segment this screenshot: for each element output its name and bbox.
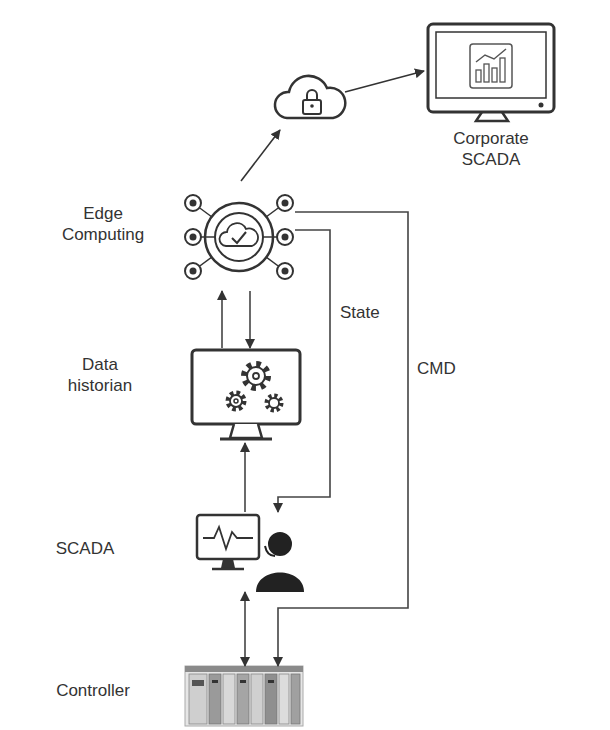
node-label: Edge Computing	[48, 203, 158, 245]
secure-cloud-icon	[275, 76, 345, 118]
device-node: Controller	[183, 666, 303, 724]
plc-rack-icon	[223, 674, 235, 724]
edge-computing-icon	[185, 229, 201, 245]
monitor-chart-icon	[492, 68, 497, 82]
node-label: Corporate SCADA	[436, 128, 546, 170]
monitor-chart-icon	[476, 49, 506, 62]
plc-rack-icon	[212, 680, 218, 683]
edge-computing-icon	[277, 195, 293, 211]
uplink-arrow	[241, 130, 280, 181]
signal-label: CMD	[417, 358, 456, 379]
operator-station-icon	[203, 527, 253, 549]
plc-rack-icon	[268, 680, 274, 683]
edge-computing-icon	[185, 195, 293, 279]
edge-computing-icon	[219, 223, 258, 246]
plc-rack-icon	[251, 674, 263, 724]
monitor-chart-icon	[500, 58, 505, 82]
historian-monitor-icon	[192, 350, 300, 439]
edge-computing-icon	[282, 200, 289, 207]
plc-rack-icon	[291, 674, 300, 724]
plc-rack-icon	[279, 674, 289, 724]
device-node: Edge Computing	[183, 183, 295, 291]
flow-connector	[249, 291, 251, 348]
operator-station-icon	[212, 568, 244, 571]
device-node: Data historian	[190, 348, 302, 443]
operator-station-icon	[197, 515, 259, 559]
operator-station-icon	[265, 546, 275, 556]
historian-monitor-icon	[230, 395, 242, 407]
historian-monitor-icon	[267, 396, 281, 410]
edge-computing-icon	[185, 263, 201, 279]
edge-computing-icon	[215, 213, 263, 261]
operator-station-icon	[221, 559, 235, 568]
historian-monitor-icon	[244, 364, 268, 388]
device-node: SCADA	[195, 512, 305, 592]
historian-monitor-icon	[228, 393, 244, 409]
historian-monitor-icon	[247, 367, 265, 385]
uplink-arrow	[241, 71, 424, 181]
plc-rack-icon	[240, 680, 246, 683]
secure-cloud-icon	[307, 90, 317, 100]
plc-rack-icon	[185, 666, 303, 726]
edge-computing-icon	[190, 234, 197, 241]
edge-computing-icon	[190, 268, 197, 275]
flow-connector	[278, 230, 330, 512]
secure-cloud-icon	[310, 104, 314, 108]
edge-computing-icon	[185, 195, 201, 211]
monitor-chart-icon	[476, 112, 508, 121]
operator-station-icon	[197, 515, 304, 592]
node-label: SCADA	[35, 538, 135, 559]
monitor-chart-icon	[476, 70, 481, 82]
edge-computing-icon	[277, 229, 293, 245]
historian-monitor-icon	[234, 399, 238, 403]
signal-label: State	[340, 302, 380, 323]
plc-rack-icon	[237, 674, 249, 724]
plc-rack-icon	[209, 674, 221, 724]
edge-computing-icon	[282, 268, 289, 275]
operator-station-icon	[265, 529, 295, 544]
plc-rack-icon	[265, 674, 277, 724]
node-label: Controller	[38, 680, 148, 701]
historian-monitor-icon	[192, 350, 300, 424]
monitor-chart-icon	[436, 32, 546, 98]
monitor-chart-icon	[470, 44, 512, 88]
flow-connector	[221, 291, 223, 348]
monitor-chart-icon	[539, 103, 544, 108]
plc-rack-icon	[185, 666, 303, 672]
uplink-arrow	[345, 71, 424, 92]
edge-computing-icon	[277, 263, 293, 279]
monitor-chart-icon	[428, 24, 554, 121]
monitor-chart-icon	[484, 64, 489, 82]
monitor-chart-icon	[428, 24, 554, 112]
flow-connector	[244, 443, 246, 512]
operator-station-icon	[267, 531, 293, 557]
edge-computing-icon	[205, 203, 273, 271]
edge-computing-icon	[205, 236, 215, 238]
secure-cloud-icon	[275, 76, 345, 118]
device-node: Corporate SCADA	[425, 22, 557, 122]
flow-connector	[244, 592, 246, 666]
plc-rack-icon	[192, 680, 204, 686]
historian-monitor-icon	[220, 438, 272, 441]
edge-computing-icon	[190, 200, 197, 207]
operator-station-icon	[256, 573, 304, 593]
historian-monitor-icon	[230, 424, 262, 438]
node-label: Data historian	[50, 354, 150, 396]
plc-rack-icon	[185, 666, 303, 726]
edge-computing-icon	[282, 234, 289, 241]
historian-monitor-icon	[269, 398, 279, 408]
secure-cloud-icon	[303, 100, 321, 114]
plc-rack-icon	[189, 674, 207, 724]
edge-computing-icon	[263, 236, 273, 238]
flow-connector	[278, 212, 408, 666]
historian-monitor-icon	[253, 373, 259, 379]
edge-computing-icon	[232, 232, 246, 243]
